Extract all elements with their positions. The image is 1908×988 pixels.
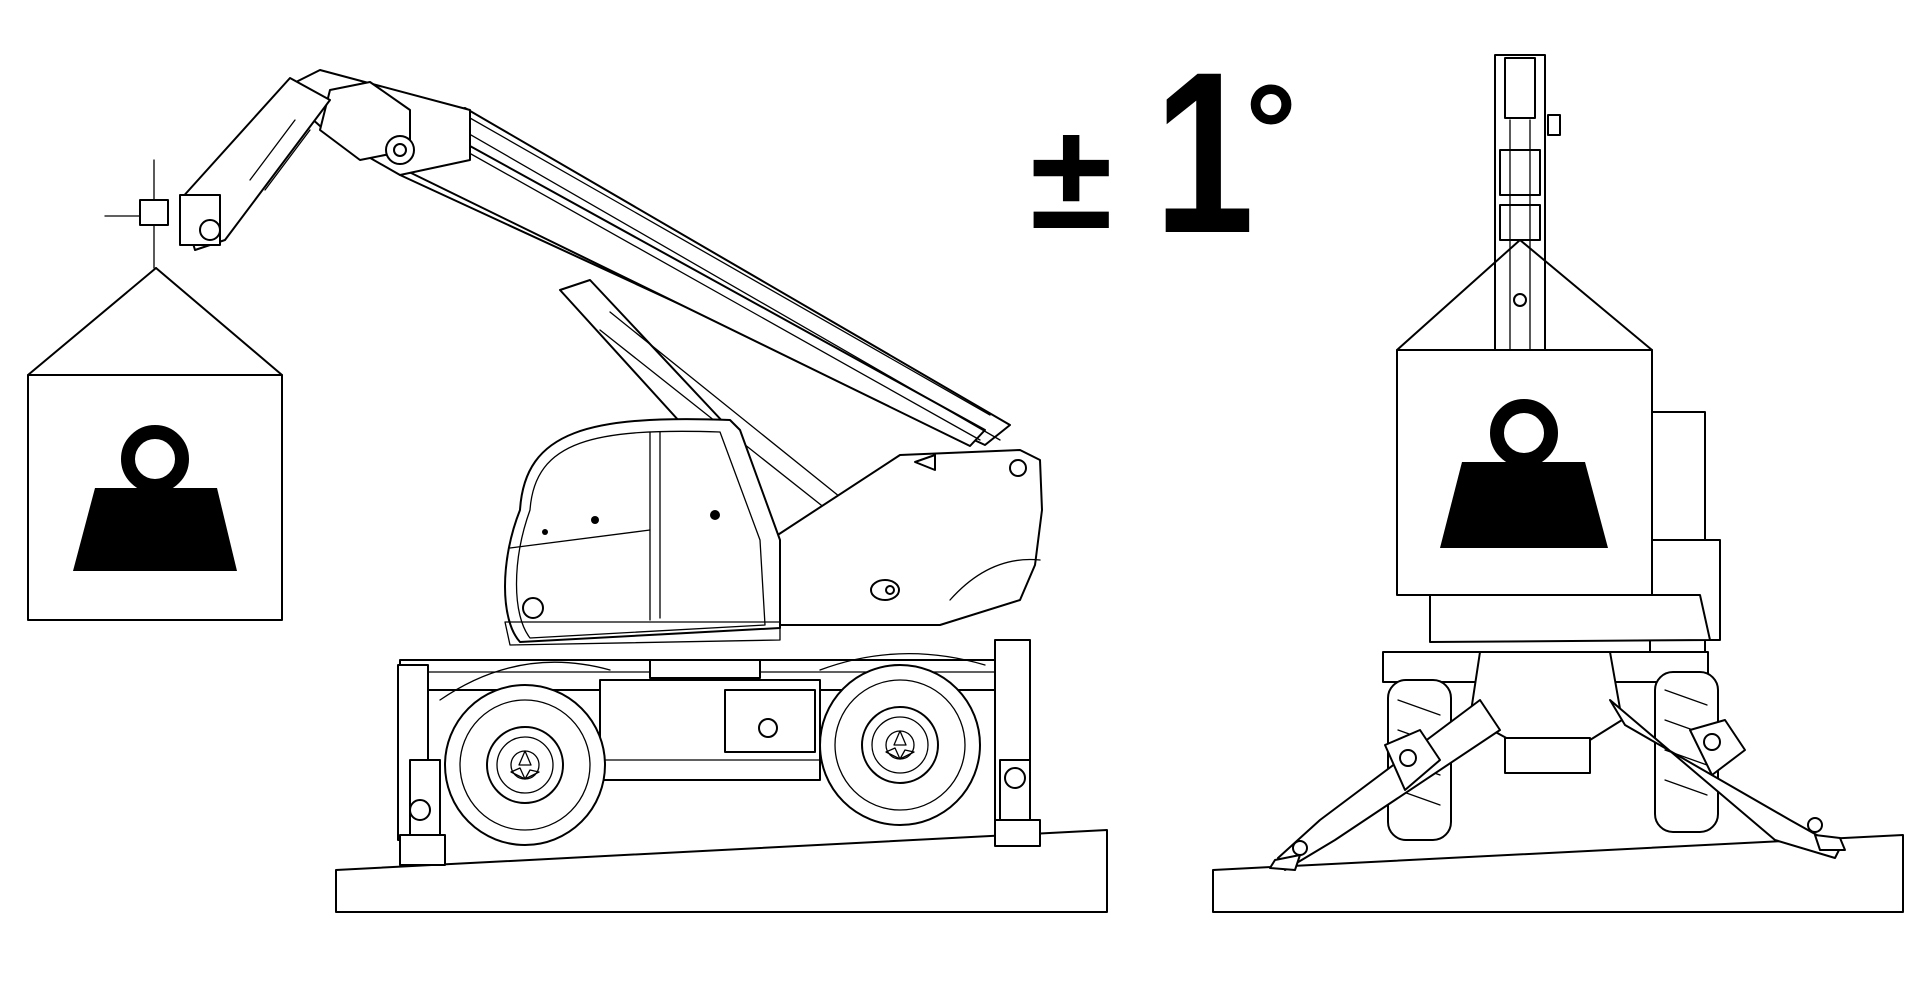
side-view-ground-slab bbox=[335, 829, 1108, 913]
load-weight-icon bbox=[73, 425, 237, 571]
tolerance-label: ± 1 ° bbox=[1030, 23, 1297, 281]
front-view-load bbox=[1396, 239, 1653, 596]
side-view-load bbox=[27, 159, 283, 621]
load-weight-icon bbox=[1440, 399, 1608, 548]
tolerance-sign: ± bbox=[1030, 92, 1112, 260]
front-view-right-outrigger bbox=[1609, 699, 1846, 859]
front-view-boom bbox=[1494, 54, 1561, 351]
front-view bbox=[1212, 54, 1904, 913]
tolerance-unit: ° bbox=[1245, 57, 1297, 203]
side-view-turret bbox=[769, 449, 1043, 626]
front-view-left-outrigger bbox=[1269, 699, 1501, 871]
side-view-cab bbox=[504, 418, 781, 646]
front-view-ground-slab bbox=[1212, 834, 1904, 913]
tolerance-value: 1 bbox=[1154, 23, 1254, 281]
side-view-front-wheel bbox=[819, 664, 981, 826]
front-view-body bbox=[1429, 411, 1721, 653]
side-view-rear-wheel bbox=[444, 684, 606, 846]
side-view-chassis bbox=[397, 639, 1041, 866]
side-view-boom bbox=[139, 69, 1011, 521]
side-view bbox=[27, 69, 1108, 913]
